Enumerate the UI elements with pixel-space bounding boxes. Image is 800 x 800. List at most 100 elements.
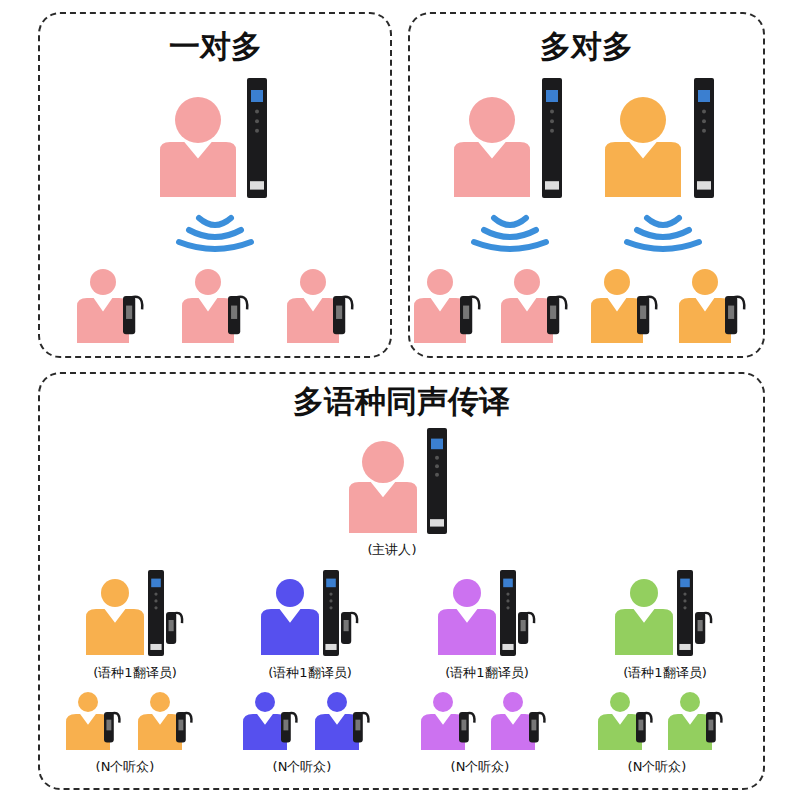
person-head	[604, 269, 630, 295]
device-button	[329, 606, 332, 609]
wave-arc	[189, 230, 241, 237]
person-head	[453, 579, 481, 607]
person-head	[692, 269, 718, 295]
earpiece-body	[547, 296, 559, 334]
transmitter-device	[694, 78, 714, 198]
device-body	[500, 570, 516, 656]
transmitter-device	[677, 570, 693, 656]
earpiece-panel	[640, 306, 646, 319]
earpiece-body	[459, 712, 469, 743]
person-figure	[66, 692, 110, 750]
device-button	[255, 129, 259, 133]
person-body	[86, 609, 144, 655]
transmitter-device	[323, 570, 339, 656]
earpiece	[123, 296, 142, 334]
wave-arc	[647, 218, 679, 225]
interpreter-label: (语种1翻译员)	[91, 665, 178, 681]
device-button	[683, 599, 686, 602]
earpiece-panel	[178, 720, 183, 731]
device-body	[542, 78, 562, 198]
person-head	[620, 97, 666, 143]
device-logo	[502, 644, 513, 650]
person-figure	[598, 692, 642, 750]
earpiece-body	[228, 296, 240, 334]
person-figure	[138, 692, 182, 750]
wave-arc	[179, 242, 251, 249]
transmitter-device	[427, 428, 447, 534]
device-screen	[326, 579, 336, 588]
interpreter-label: (语种1翻译员)	[621, 665, 708, 681]
earpiece-panel	[521, 620, 526, 631]
earpiece	[695, 612, 711, 644]
earpiece-body	[104, 712, 114, 743]
device-button	[329, 599, 332, 602]
earpiece-body	[281, 712, 291, 743]
person-figure	[501, 269, 553, 343]
person-head	[300, 269, 326, 295]
device-screen	[431, 439, 443, 450]
person-figure	[615, 579, 673, 655]
device-button	[435, 473, 439, 477]
earpiece	[176, 712, 191, 743]
person-body	[605, 142, 681, 197]
wave-arc	[494, 218, 526, 225]
device-button	[683, 606, 686, 609]
wave-arc	[627, 242, 699, 249]
audience-label: (N个听众)	[94, 759, 157, 775]
earpiece-body	[166, 612, 176, 644]
person-figure	[591, 269, 643, 343]
earpiece	[706, 712, 721, 743]
earpiece-panel	[283, 720, 288, 731]
earpiece	[281, 712, 296, 743]
earpiece-body	[637, 296, 649, 334]
earpiece-body	[695, 612, 705, 644]
person-head	[175, 97, 221, 143]
transmitter-device	[542, 78, 562, 198]
earpiece-panel	[344, 620, 349, 631]
device-body	[427, 428, 447, 534]
earpiece-body	[725, 296, 737, 334]
earpiece-panel	[698, 620, 703, 631]
device-logo	[150, 644, 161, 650]
interpreter-label: (语种1翻译员)	[266, 665, 353, 681]
device-button	[506, 599, 509, 602]
earpiece-body	[353, 712, 363, 743]
device-button	[435, 456, 439, 460]
earpiece-body	[460, 296, 472, 334]
person-head	[469, 97, 515, 143]
device-body	[148, 570, 164, 656]
person-body	[77, 298, 129, 343]
earpiece-panel	[231, 306, 237, 319]
person-body	[421, 714, 465, 750]
device-screen	[151, 579, 161, 588]
device-logo	[697, 181, 711, 189]
earpiece-panel	[531, 720, 536, 731]
person-body	[315, 714, 359, 750]
earpiece-body	[333, 296, 345, 334]
person-figure	[77, 269, 129, 343]
signal-waves	[179, 218, 251, 249]
transmitter-device	[247, 78, 267, 198]
earpiece	[636, 712, 651, 743]
person-head	[276, 579, 304, 607]
audience-label: (N个听众)	[449, 759, 512, 775]
person-head	[195, 269, 221, 295]
earpiece	[529, 712, 544, 743]
person-figure	[491, 692, 535, 750]
person-body	[679, 298, 731, 343]
person-figure	[160, 97, 236, 197]
person-figure	[421, 692, 465, 750]
interpreter-label: (语种1翻译员)	[443, 665, 530, 681]
audience-label: (N个听众)	[271, 759, 334, 775]
person-figure	[668, 692, 712, 750]
person-body	[287, 298, 339, 343]
person-body	[501, 298, 553, 343]
earpiece-body	[518, 612, 528, 644]
earpiece-panel	[728, 306, 734, 319]
panel-heading: 一对多	[40, 30, 390, 64]
earpiece-panel	[461, 720, 466, 731]
device-button	[154, 599, 157, 602]
dashed-panel: 一对多	[38, 12, 392, 358]
person-body	[598, 714, 642, 750]
